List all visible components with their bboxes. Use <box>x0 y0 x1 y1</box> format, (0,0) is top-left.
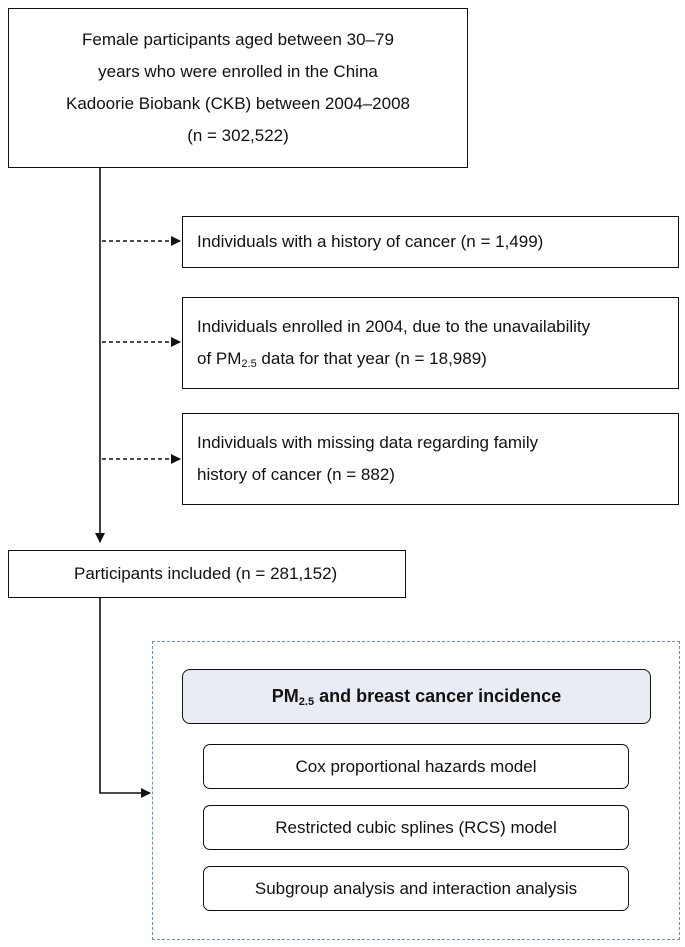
exclusion-box-missing-family-history: Individuals with missing data regarding … <box>182 413 679 505</box>
analysis-frame <box>152 641 680 940</box>
analysis-header-box: PM2.5 and breast cancer incidence <box>182 669 651 724</box>
exclusion-text-3b: history of cancer (n = 882) <box>197 465 395 484</box>
exclusion-box-cancer-history: Individuals with a history of cancer (n … <box>182 216 679 268</box>
enrollment-count: (n = 302,522) <box>187 126 289 145</box>
method-text-subgroup: Subgroup analysis and interaction analys… <box>254 878 578 898</box>
exclusion-text-1: Individuals with a history of cancer (n … <box>197 232 544 251</box>
enrollment-line-2: years who were enrolled in the China <box>98 62 378 81</box>
included-text: Participants included (n = 281,152) <box>74 564 338 583</box>
method-text-cox: Cox proportional hazards model <box>295 756 537 776</box>
exclusion-box-enrolled-2004: Individuals enrolled in 2004, due to the… <box>182 297 679 389</box>
exclusion-text-2b: of PM2.5 data for that year (n = 18,989) <box>197 349 487 370</box>
method-box-subgroup: Subgroup analysis and interaction analys… <box>203 866 629 911</box>
method-box-cox: Cox proportional hazards model <box>203 744 629 789</box>
analysis-flow-line <box>99 598 151 798</box>
enrollment-box: Female participants aged between 30–79 y… <box>8 8 468 168</box>
enrollment-line-3: Kadoorie Biobank (CKB) between 2004–2008 <box>65 94 411 113</box>
exclusion-text-2a: Individuals enrolled in 2004, due to the… <box>197 317 591 336</box>
included-box: Participants included (n = 281,152) <box>8 550 406 598</box>
method-box-rcs: Restricted cubic splines (RCS) model <box>203 805 629 850</box>
enrollment-line-1: Female participants aged between 30–79 <box>82 30 394 49</box>
exclusion-text-3a: Individuals with missing data regarding … <box>197 433 539 452</box>
analysis-header-text: PM2.5 and breast cancer incidence <box>271 686 562 708</box>
method-text-rcs: Restricted cubic splines (RCS) model <box>275 817 557 837</box>
